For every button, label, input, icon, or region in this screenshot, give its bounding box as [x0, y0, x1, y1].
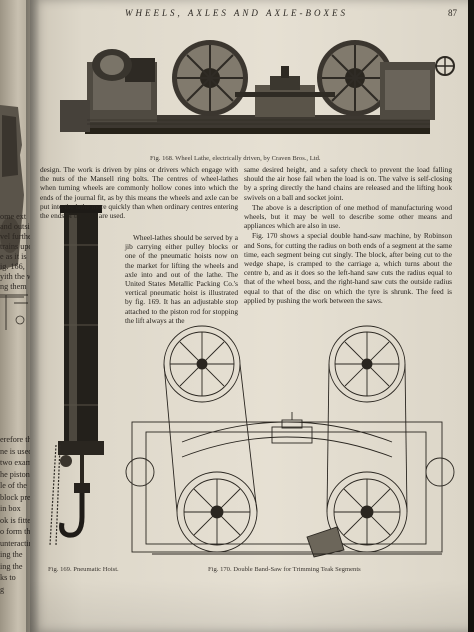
facing-page-text-fragment: in box	[0, 504, 21, 513]
facing-page-text-fragment: erefore the	[0, 435, 30, 444]
figure-169-pneumatic-hoist	[36, 205, 122, 565]
figure-170-double-band-saw	[122, 322, 462, 564]
facing-page-diagram	[0, 294, 28, 330]
paragraph: design. The work is driven by pins or dr…	[40, 165, 238, 221]
facing-page-illustration	[0, 105, 24, 270]
facing-page-text-fragment: and outsi	[0, 222, 30, 231]
paragraph: The above is a description of one method…	[244, 202, 452, 231]
figure-168-wheel-lathe	[55, 20, 455, 145]
facing-page-text-fragment: ng them	[0, 282, 27, 291]
facing-page-text-fragment: he piston	[0, 469, 30, 479]
facing-page-text-fragment: e as it is	[0, 252, 27, 261]
facing-page-text-fragment: ks to	[0, 573, 16, 582]
facing-page-text-fragment: ing the	[0, 550, 23, 559]
text-column-middle-continued: Wheel-lathes should be served by a jib c…	[125, 233, 238, 325]
facing-page-text-fragment: o form the	[0, 527, 30, 536]
page-number: 87	[448, 8, 457, 18]
facing-page-text-fragment: unteracting	[0, 538, 30, 548]
running-head: WHEELS, AXLES AND AXLE-BOXES	[125, 8, 348, 18]
paragraph: Fig. 170 shows a special double hand-saw…	[244, 231, 452, 305]
facing-page-text-fragment: trains upo	[0, 242, 30, 251]
facing-page-text-fragment: two exam	[0, 458, 30, 467]
facing-page-text-fragment: ing the	[0, 561, 23, 571]
figure-169-caption: Fig. 169. Pneumatic Hoist.	[48, 566, 119, 573]
figure-170-caption: Fig. 170. Double Band-Saw for Trimming T…	[208, 566, 361, 573]
text-column-middle: design. The work is driven by pins or dr…	[40, 165, 238, 277]
facing-page-text-fragment: vel further	[0, 232, 30, 241]
facing-page-text-fragment: block pre	[0, 492, 30, 502]
paragraph: same desired height, and a safety check …	[244, 165, 452, 202]
facing-page-text-fragment: ome ext	[0, 212, 27, 221]
paragraph: Wheel-lathes should be served by a jib c…	[125, 233, 238, 325]
facing-page-text-fragment: ig. 166,	[0, 262, 25, 271]
background-edge	[468, 0, 474, 632]
text-column-right: same desired height, and a safety check …	[244, 165, 452, 325]
facing-page-text-fragment: le of the	[0, 481, 27, 490]
book-page: WHEELS, AXLES AND AXLE-BOXES 87	[30, 0, 468, 632]
facing-page-text-fragment: ne is used	[0, 446, 30, 456]
figure-168-caption: Fig. 168. Wheel Lathe, electrically driv…	[150, 155, 321, 162]
facing-page-text-fragment: ok is fitted	[0, 515, 30, 525]
facing-page-text-fragment: yith the w	[0, 272, 30, 281]
facing-page-text-fragment: g	[0, 584, 5, 594]
page-shadow-bottom	[30, 580, 468, 632]
